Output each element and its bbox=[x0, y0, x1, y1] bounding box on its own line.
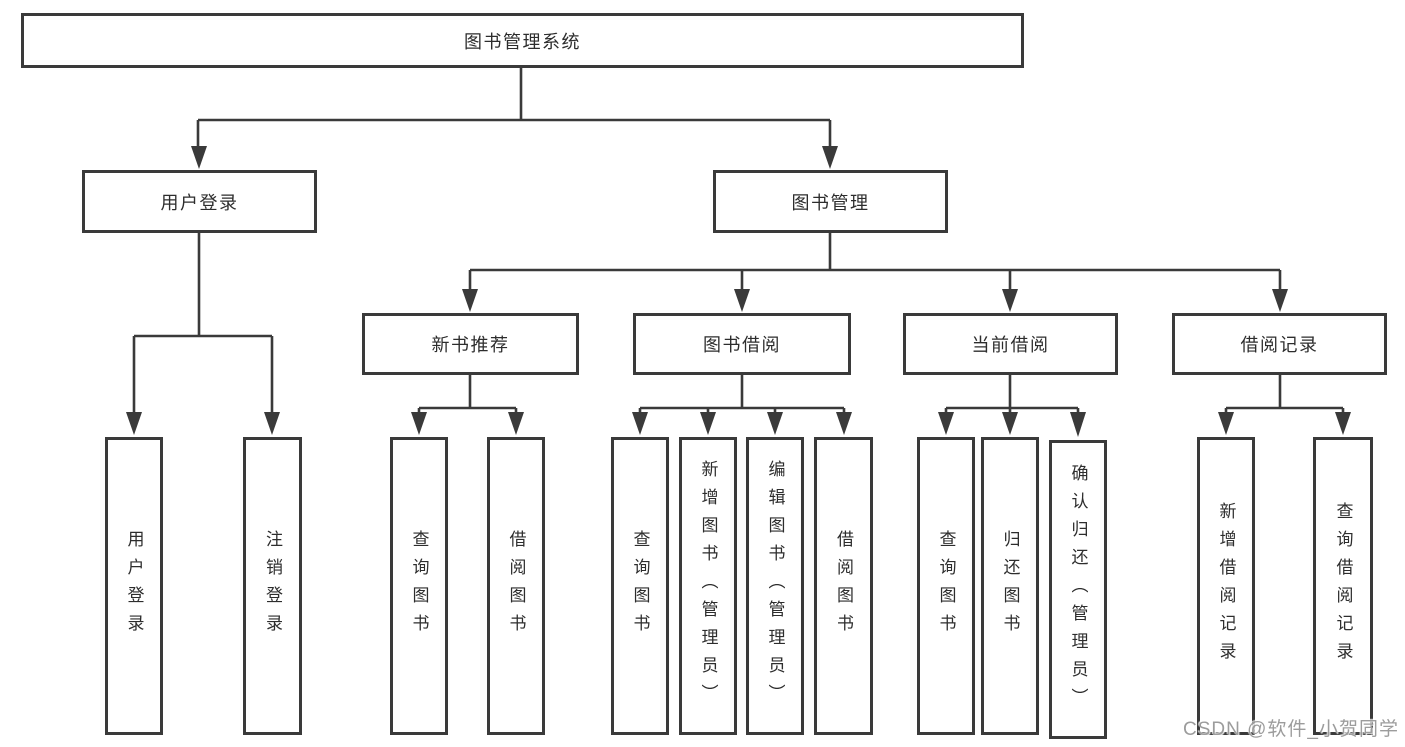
leaf-query-books-borrow: 查询图书 bbox=[611, 437, 669, 735]
leaf-label: 注销登录 bbox=[263, 530, 282, 642]
arrow-icon bbox=[767, 412, 783, 435]
arrow-icon bbox=[508, 412, 524, 435]
node-book-borrow: 图书借阅 bbox=[633, 313, 851, 375]
arrow-icon bbox=[938, 412, 954, 435]
connector-book-borrow-to-leaves bbox=[638, 375, 846, 414]
arrow-icon bbox=[700, 412, 716, 435]
node-label: 当前借阅 bbox=[971, 335, 1050, 355]
leaf-borrow-books: 借阅图书 bbox=[814, 437, 873, 735]
node-label: 图书管理 bbox=[791, 192, 870, 213]
arrow-icon bbox=[411, 412, 427, 435]
connector-current-borrow-to-leaves bbox=[944, 375, 1080, 414]
node-borrow-records: 借阅记录 bbox=[1172, 313, 1387, 375]
leaf-label: 查询借阅记录 bbox=[1333, 502, 1353, 670]
csdn-watermark: CSDN @软件_小贺同学 bbox=[1183, 719, 1399, 740]
leaf-edit-books-admin: 编辑图书（管理员） bbox=[746, 437, 804, 735]
connector-borrow-records-to-leaves bbox=[1224, 375, 1345, 414]
leaf-query-books-current: 查询图书 bbox=[917, 437, 975, 735]
arrow-icon bbox=[822, 146, 838, 169]
connector-user-login-to-leaves bbox=[132, 233, 274, 414]
arrow-icon bbox=[126, 412, 142, 435]
node-label: 图书借阅 bbox=[703, 335, 781, 355]
leaf-query-books-recommend: 查询图书 bbox=[390, 437, 448, 735]
arrow-icon bbox=[1070, 412, 1086, 437]
leaf-label: 新增借阅记录 bbox=[1216, 502, 1236, 670]
leaf-user-login: 用户登录 bbox=[105, 437, 163, 735]
leaf-add-books-admin: 新增图书（管理员） bbox=[679, 437, 737, 735]
node-label: 用户登录 bbox=[160, 192, 239, 213]
connector-new-book-recommend-to-leaves bbox=[417, 375, 518, 414]
leaf-label: 归还图书 bbox=[1000, 530, 1020, 642]
leaf-query-borrow-record: 查询借阅记录 bbox=[1313, 437, 1373, 735]
leaf-return-books: 归还图书 bbox=[981, 437, 1039, 735]
leaf-add-borrow-record: 新增借阅记录 bbox=[1197, 437, 1255, 735]
arrow-icon bbox=[734, 289, 750, 312]
leaf-label: 借阅图书 bbox=[506, 530, 526, 642]
leaf-label: 查询图书 bbox=[936, 530, 956, 642]
leaf-label: 新增图书（管理员） bbox=[698, 460, 718, 712]
connector-book-management-to-level3 bbox=[468, 233, 1282, 291]
arrow-icon bbox=[1218, 412, 1234, 435]
node-label: 借阅记录 bbox=[1240, 335, 1319, 355]
arrow-icon bbox=[191, 146, 207, 169]
node-library-management-system: 图书管理系统 bbox=[21, 13, 1024, 68]
leaf-logout: 注销登录 bbox=[243, 437, 302, 735]
leaf-label: 确认归还（管理员） bbox=[1068, 463, 1088, 716]
leaf-label: 用户登录 bbox=[124, 530, 144, 642]
leaf-borrow-books-recommend: 借阅图书 bbox=[487, 437, 545, 735]
node-label: 图书管理系统 bbox=[464, 31, 581, 52]
connector-root-to-level2 bbox=[196, 68, 832, 148]
arrow-icon bbox=[1335, 412, 1351, 435]
node-new-book-recommend: 新书推荐 bbox=[362, 313, 579, 375]
arrow-icon bbox=[264, 412, 280, 435]
arrow-icon bbox=[632, 412, 648, 435]
node-label: 新书推荐 bbox=[431, 335, 510, 355]
arrow-icon bbox=[1002, 412, 1018, 435]
arrow-icon bbox=[836, 412, 852, 435]
arrow-icon bbox=[462, 289, 478, 312]
leaf-label: 编辑图书（管理员） bbox=[765, 460, 785, 712]
leaf-label: 借阅图书 bbox=[834, 530, 853, 642]
leaf-label: 查询图书 bbox=[630, 530, 650, 642]
node-book-management: 图书管理 bbox=[713, 170, 948, 233]
leaf-confirm-return-admin: 确认归还（管理员） bbox=[1049, 440, 1107, 739]
node-current-borrow: 当前借阅 bbox=[903, 313, 1118, 375]
arrow-icon bbox=[1272, 289, 1288, 312]
node-user-login: 用户登录 bbox=[82, 170, 317, 233]
leaf-label: 查询图书 bbox=[409, 530, 429, 642]
arrow-icon bbox=[1002, 289, 1018, 312]
